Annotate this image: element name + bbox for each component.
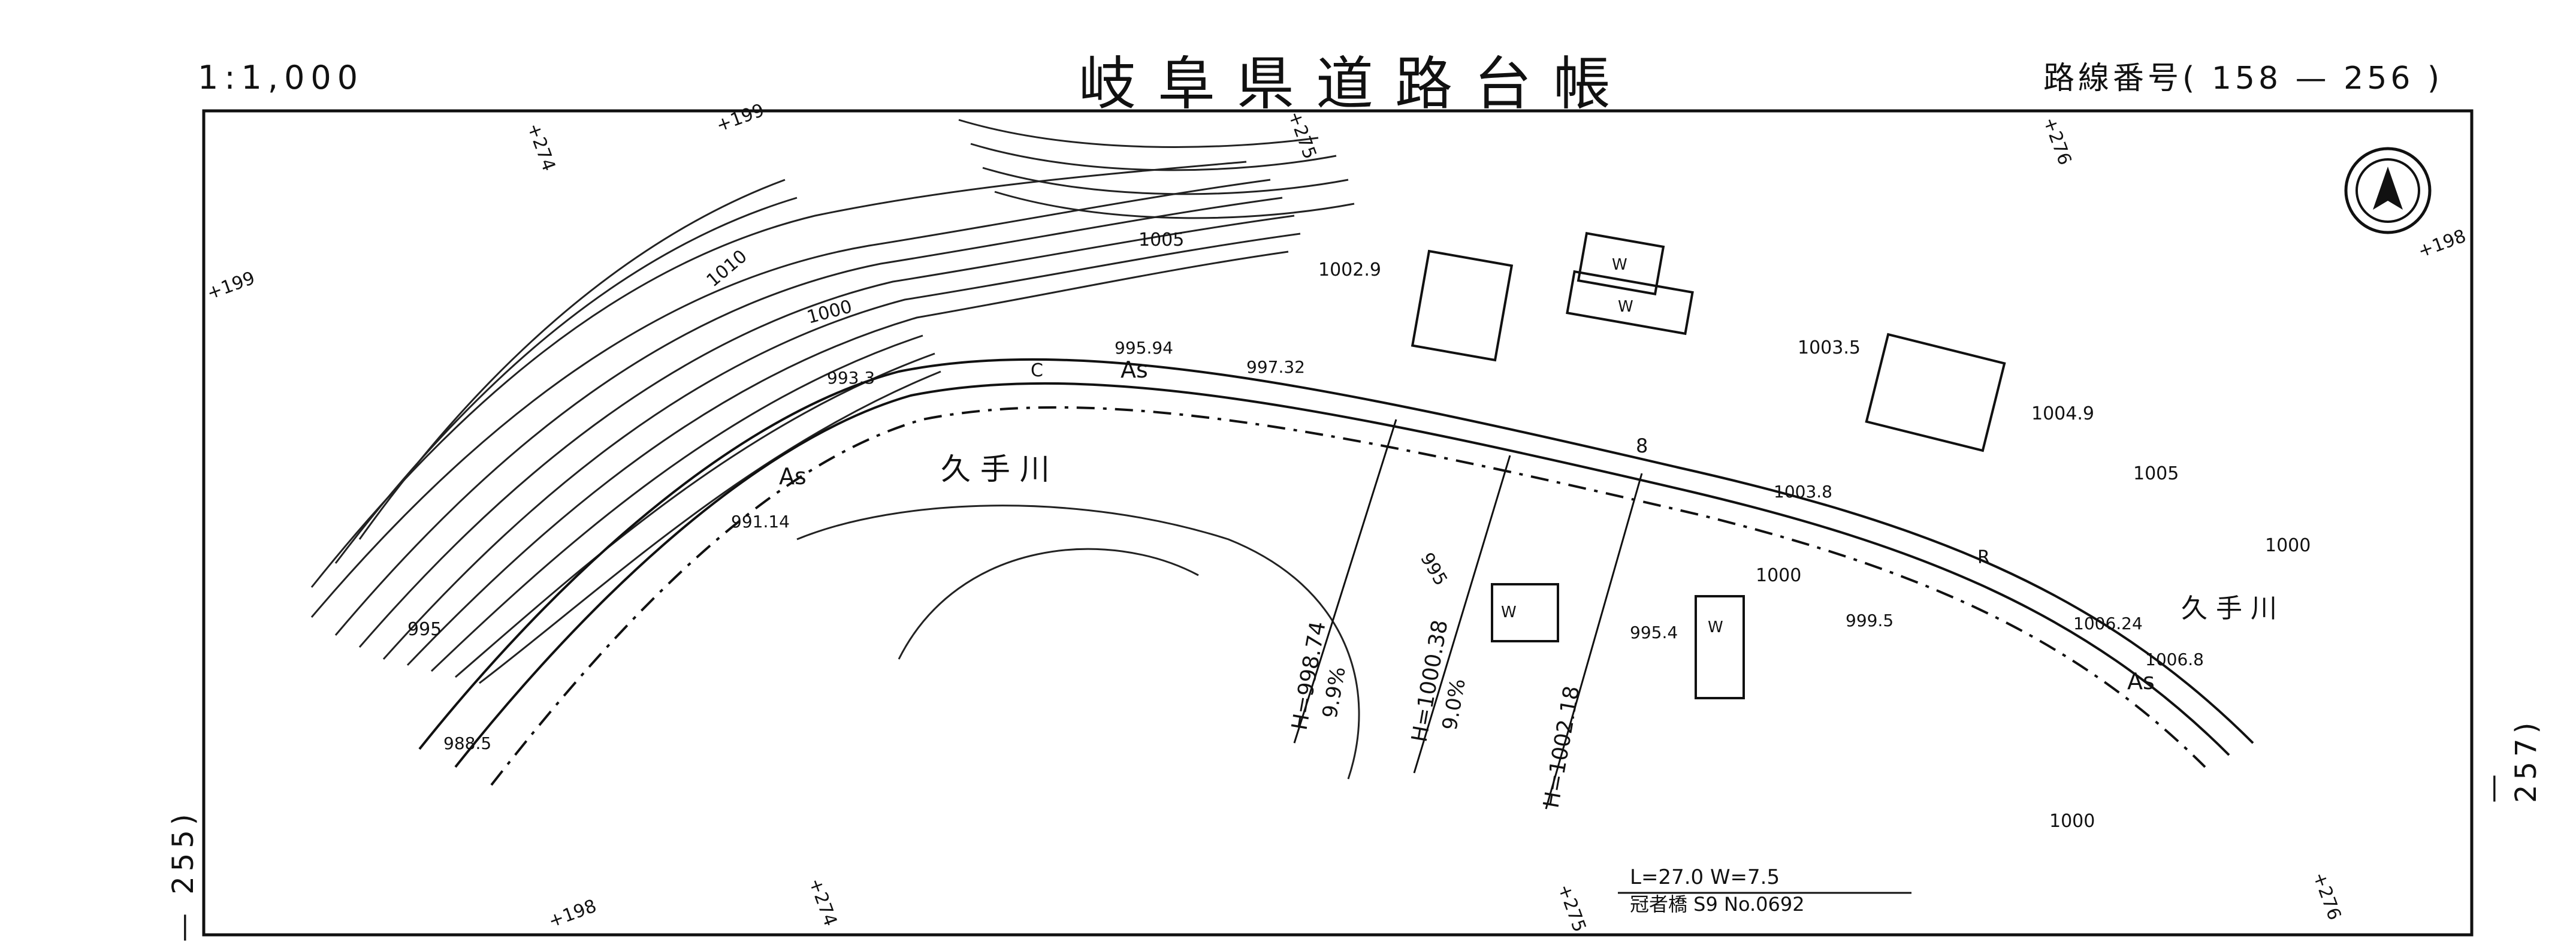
spot-height: 1003.8 [1774, 482, 1832, 502]
contour-label: 1005 [1138, 230, 1184, 250]
retaining-label: R [1977, 547, 1990, 568]
survey-point: +274 [804, 875, 841, 929]
building-mark: W [1612, 256, 1627, 274]
pavement-label: As [2127, 668, 2155, 695]
river-banks [796, 505, 1360, 780]
contour-label: 1005 [2133, 463, 2179, 484]
survey-point: +199 [204, 267, 258, 304]
north-arrow-icon [2344, 147, 2432, 234]
bridge-dimensions: L=27.0 W=7.5 [1630, 865, 1780, 889]
contour-label: 995 [1416, 550, 1451, 590]
route-number-value: 158 — 256 [2211, 61, 2414, 96]
buildings [1411, 232, 2006, 699]
channel-label: C [1031, 360, 1043, 381]
grade-elevation: H=1002.18 [1539, 684, 1584, 810]
survey-point: +276 [2308, 869, 2345, 923]
spot-height: 993.3 [827, 368, 875, 388]
grade-lines [1293, 419, 1643, 810]
contour-label: 1000 [2265, 535, 2311, 556]
pavement-label: As [1121, 357, 1148, 383]
building-mark: W [1501, 603, 1517, 621]
survey-point: +275 [1553, 881, 1590, 935]
spot-height: 991.14 [731, 512, 790, 532]
spot-height: 988.5 [443, 733, 491, 753]
contour-label: 1000 [2049, 811, 2095, 832]
spot-height: 1006.8 [2145, 650, 2204, 669]
spot-height: 1006.24 [2073, 614, 2143, 633]
contour-label: 1000 [1756, 565, 1801, 586]
spot-height: 999.5 [1846, 611, 1894, 630]
spot-height: 995.94 [1115, 338, 1173, 358]
spot-height: 1002.9 [1318, 259, 1381, 280]
map-frame [202, 109, 2474, 937]
grade-slope: 9.9% [1318, 665, 1350, 720]
spot-height: 995.4 [1630, 623, 1678, 642]
section-marker: 8 [1636, 434, 1648, 457]
route-number: 路線番号( 158 — 256 ) [2043, 61, 2444, 96]
map-header: 1:1,000 岐阜県道路台帳 路線番号( 158 — 256 ) [0, 0, 2576, 117]
map-scale: 1:1,000 [198, 59, 364, 96]
road [418, 358, 2254, 786]
route-number-label: 路線番号 [2043, 61, 2183, 96]
river-name-label: 久 手 川 [941, 452, 1050, 487]
spot-height: 1003.5 [1798, 337, 1861, 358]
survey-point: +198 [546, 895, 599, 932]
survey-point: +276 [2039, 114, 2075, 168]
survey-point: +199 [714, 99, 767, 136]
building-mark: W [1618, 298, 1633, 316]
survey-point: +274 [523, 120, 559, 174]
spot-height: 997.32 [1246, 357, 1305, 377]
map-title: 岐阜県道路台帳 [1079, 50, 1632, 117]
contour-label: 1010 [703, 246, 751, 291]
building-mark: W [1708, 618, 1723, 636]
survey-point: +198 [2415, 225, 2469, 262]
pavement-label: As [779, 463, 807, 490]
bridge-name: 冠者橋 S9 No.0692 [1630, 893, 1805, 916]
contour-label: 995 [407, 619, 442, 640]
grade-slope: 9.0% [1438, 677, 1470, 732]
spot-height: 1004.9 [2031, 403, 2094, 424]
survey-point: +275 [1284, 108, 1320, 162]
river-name-label: 久 手 川 [2181, 593, 2277, 624]
hill-contours [310, 119, 1355, 684]
